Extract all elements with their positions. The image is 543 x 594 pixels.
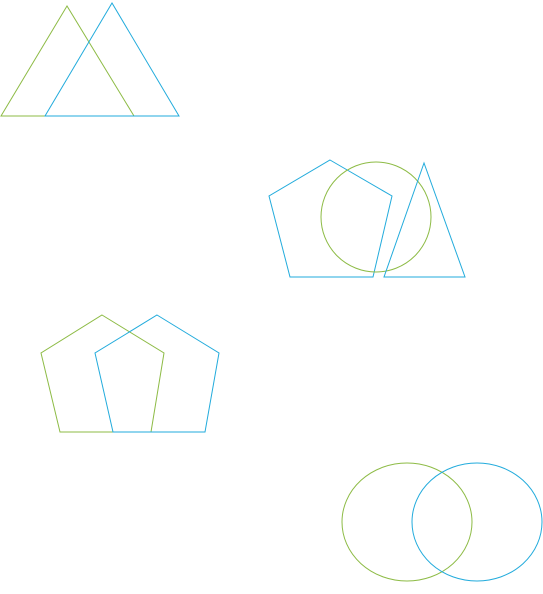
blue-pentagon-lower-left — [94, 314, 220, 433]
blue-triangle-middle-right — [383, 161, 466, 278]
green-pentagon-lower-left — [40, 314, 165, 433]
blue-pentagon-middle — [268, 159, 393, 278]
green-circle-bottom — [341, 462, 473, 582]
blue-circle-bottom-right — [411, 462, 543, 582]
green-triangle-top-left — [0, 5, 135, 117]
blue-triangle-top-left — [44, 2, 180, 117]
green-circle-middle — [320, 161, 432, 273]
